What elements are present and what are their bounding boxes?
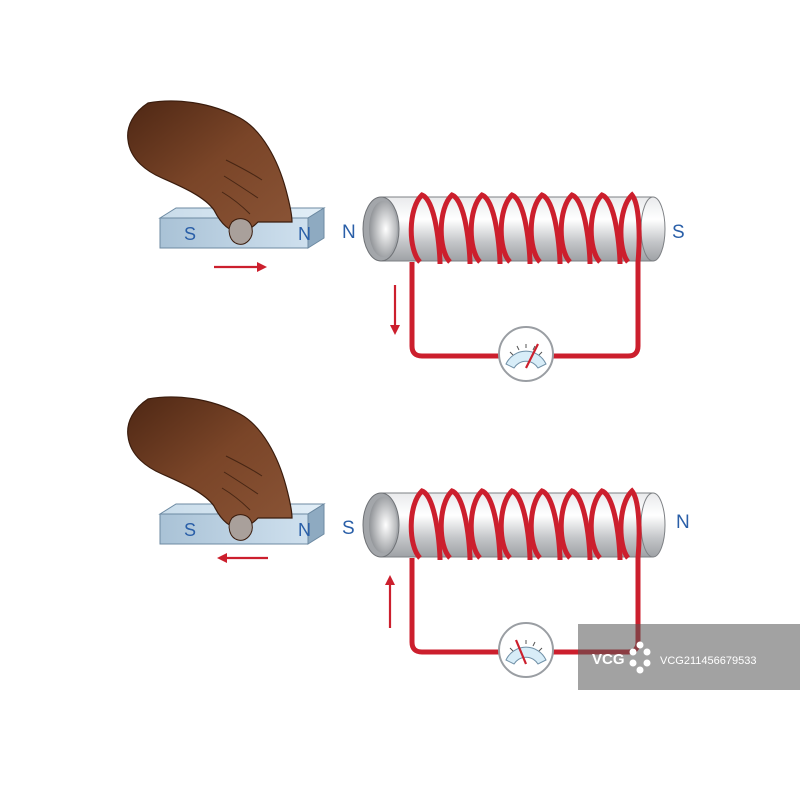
top-magnet-left-pole: S: [184, 224, 196, 244]
watermark-logo-icon: [629, 641, 651, 674]
watermark-id-text: VCG211456679533: [660, 655, 756, 667]
top-coil-winding: [408, 191, 642, 265]
top-panel: S N N S: [127, 100, 685, 382]
bottom-coil-core: [362, 492, 666, 558]
watermark-logo-text: VCG: [592, 651, 625, 668]
bottom-bar-magnet: S N: [159, 503, 325, 545]
bottom-coil-left-pole: S: [342, 518, 355, 539]
bottom-galvanometer-needle: [514, 639, 528, 665]
top-bar-magnet: S N: [159, 207, 325, 249]
watermark: VCG VCG211456679533: [578, 624, 800, 690]
bottom-coil-right-pole: N: [676, 512, 690, 533]
top-coil-right-pole: S: [672, 222, 685, 243]
bottom-coil-winding: [408, 487, 642, 561]
top-galvanometer-needle: [525, 343, 539, 369]
bottom-magnet-right-pole: N: [298, 520, 311, 540]
top-coil-left-pole: N: [342, 222, 356, 243]
top-galvanometer: [498, 326, 554, 382]
bottom-galvanometer: [498, 622, 554, 678]
top-coil-core: [362, 196, 666, 262]
top-magnet-right-pole: N: [298, 224, 311, 244]
bottom-magnet-left-pole: S: [184, 520, 196, 540]
